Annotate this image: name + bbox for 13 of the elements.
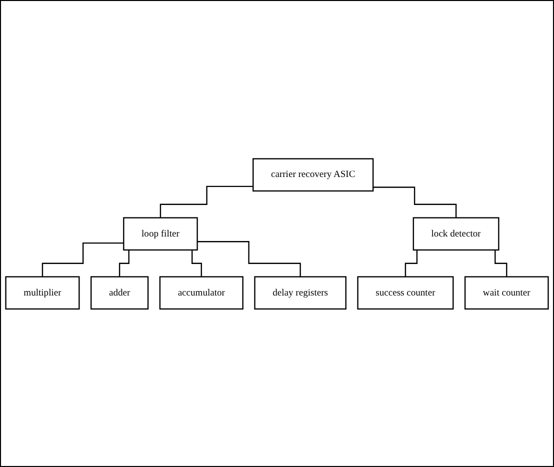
node-box: success counter [357, 276, 454, 310]
node-box: lock detector [412, 216, 500, 250]
connector [42, 242, 124, 277]
node-box: multiplier [5, 276, 80, 310]
connector [373, 186, 457, 218]
connector [197, 240, 301, 277]
connector [160, 185, 254, 218]
node-box: adder [90, 276, 149, 310]
node-box: carrier recovery ASIC [252, 158, 374, 192]
node-box: delay registers [254, 276, 346, 310]
node-box: wait counter [464, 276, 549, 310]
node-box: loop filter [123, 216, 198, 250]
node-box: accumulator [159, 276, 244, 310]
